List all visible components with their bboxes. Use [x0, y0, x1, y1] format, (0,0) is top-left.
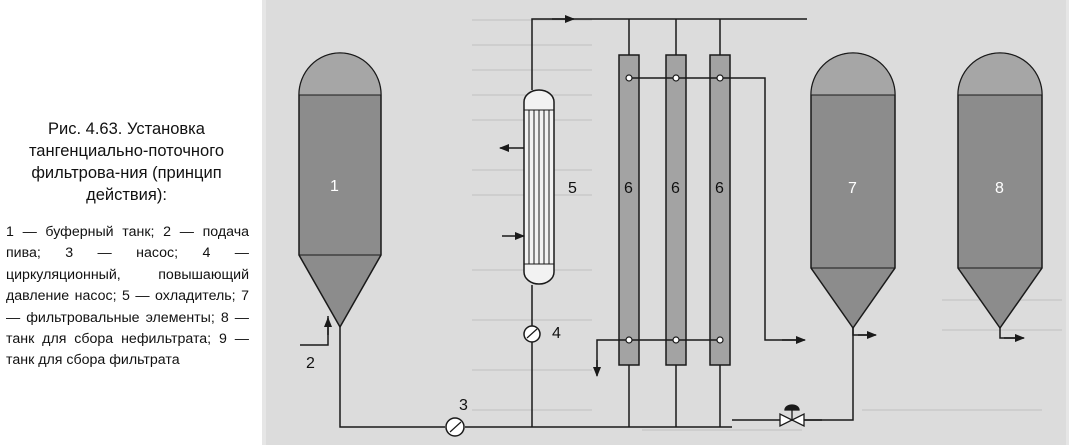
label-filter-6c: 6 — [715, 180, 724, 197]
label-pump-4: 4 — [552, 325, 561, 342]
filter-elements — [618, 54, 731, 366]
process-diagram: 1 2 3 4 5 6 6 6 7 8 — [262, 0, 1069, 445]
label-tank-7: 7 — [848, 180, 857, 197]
valve-icon — [779, 404, 805, 428]
label-tank-1: 1 — [330, 178, 339, 195]
tank-8 — [957, 52, 1043, 330]
piping — [300, 15, 1025, 428]
figure-caption: Рис. 4.63. Установка тангенциально-поточ… — [0, 118, 253, 372]
pump-3-icon — [445, 417, 465, 437]
caption-legend: 1 — буферный танк; 2 — подача пива; 3 — … — [6, 224, 249, 369]
label-tank-8: 8 — [995, 180, 1004, 197]
label-cooler-5: 5 — [568, 180, 577, 197]
caption-title: Рис. 4.63. Установка тангенциально-поточ… — [28, 120, 225, 204]
pump-4-icon — [523, 325, 541, 343]
label-feed-2: 2 — [306, 355, 315, 372]
component-labels: 1 2 3 4 5 6 6 6 7 8 — [306, 178, 1004, 414]
cooler-5 — [523, 89, 555, 285]
tank-7 — [810, 52, 896, 330]
tank-1 — [298, 52, 382, 329]
label-filter-6a: 6 — [624, 180, 633, 197]
label-pump-3: 3 — [459, 397, 468, 414]
collector-nodes — [625, 74, 724, 344]
label-filter-6b: 6 — [671, 180, 680, 197]
